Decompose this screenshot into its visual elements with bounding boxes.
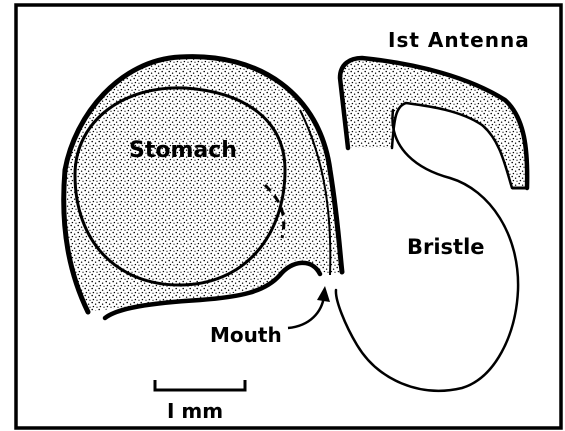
antenna-label: Ist Antenna [388,28,530,52]
scale-bar-label: I mm [167,399,223,423]
mouth-label: Mouth [210,323,282,347]
first-antenna [340,58,527,188]
bristle-label: Bristle [407,235,485,259]
mouth-pointer-arrow [288,286,330,328]
stomach-label: Stomach [129,138,237,163]
head-region [64,57,342,318]
scale-bar [155,380,245,390]
